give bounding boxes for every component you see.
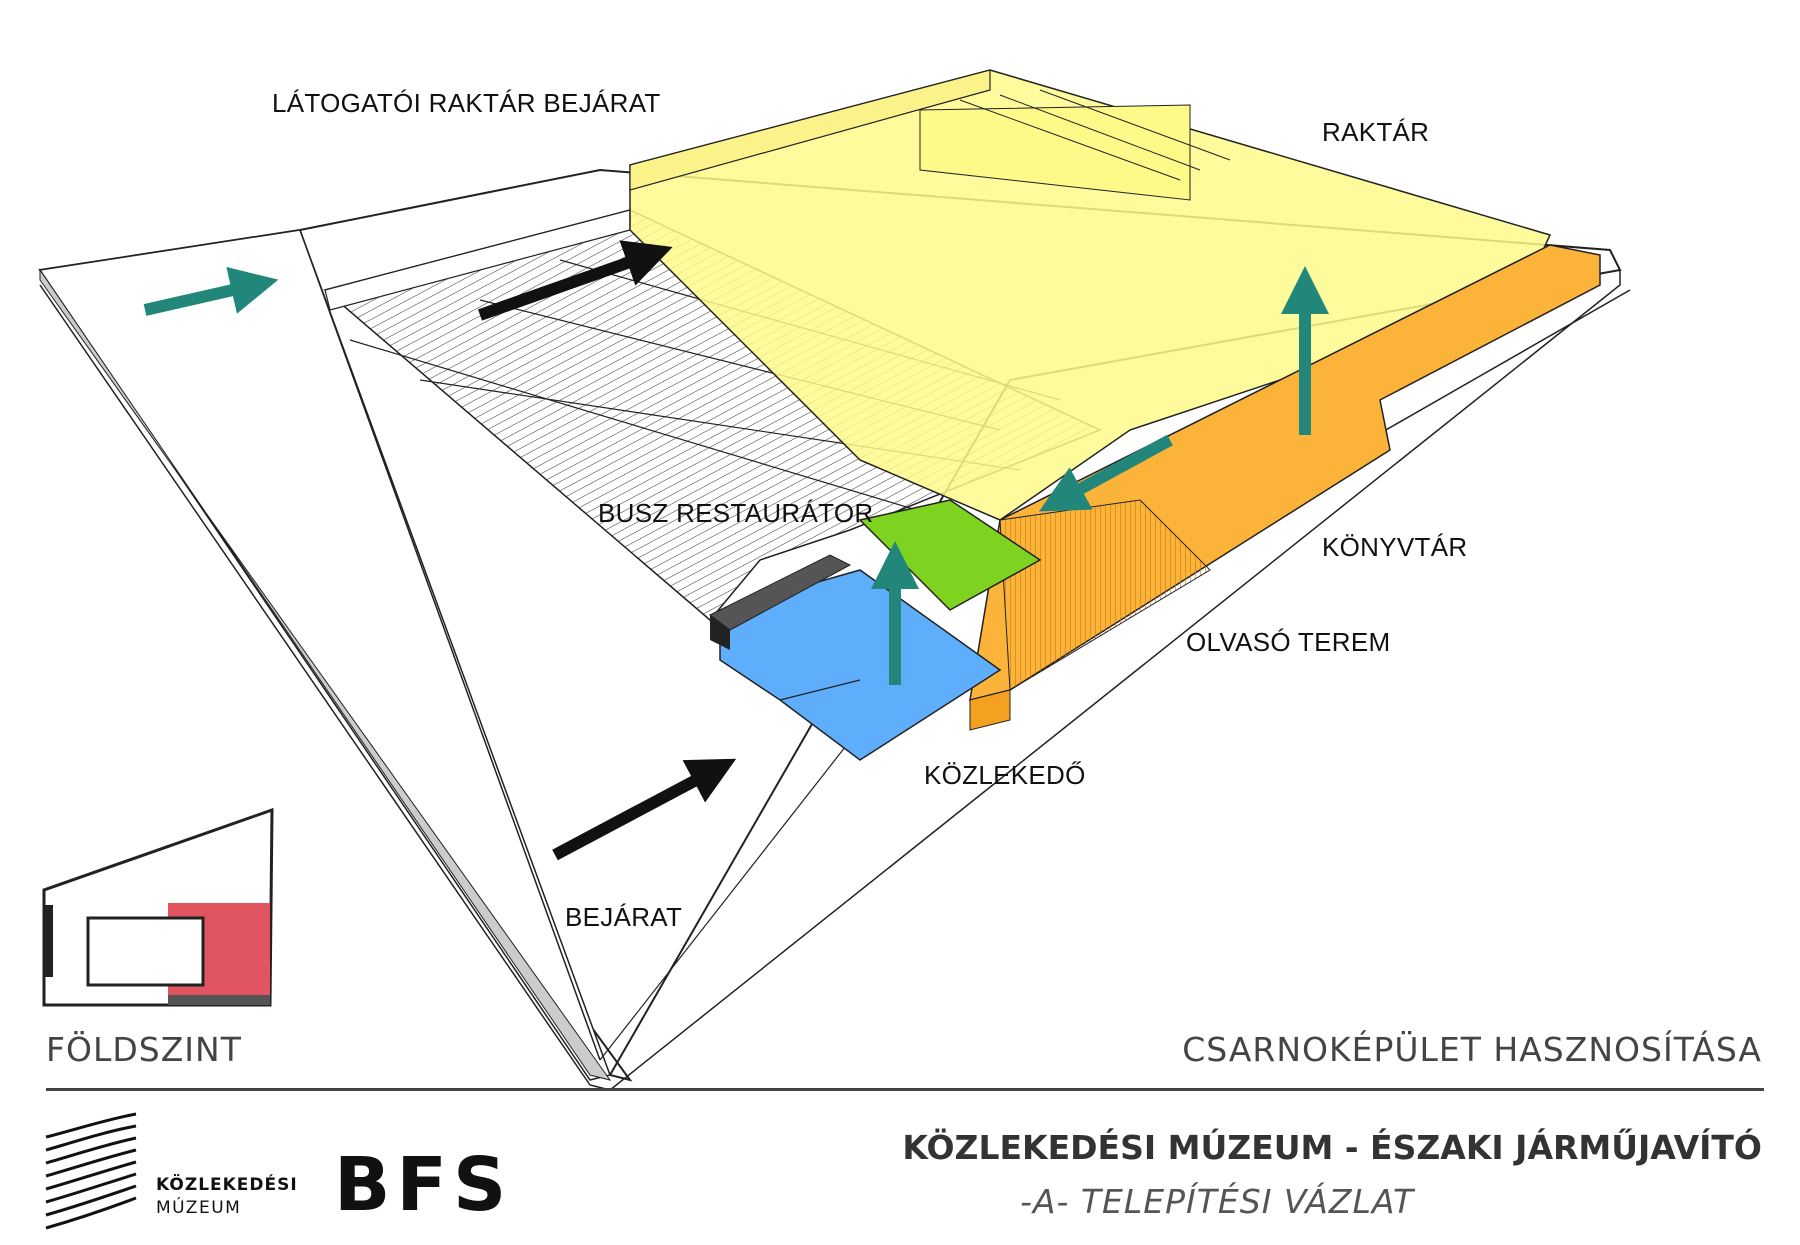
project-subtitle: -A- TELEPÍTÉSI VÁZLAT — [1020, 1182, 1415, 1221]
teal-arrow-top-left — [143, 266, 279, 316]
label-bus-restorer: BUSZ RESTAURÁTOR — [598, 498, 874, 528]
flow-arrows — [143, 240, 1329, 861]
usage-title: CSARNOKÉPÜLET HASZNOSÍTÁSA — [1182, 1030, 1762, 1069]
label-entrance: BEJÁRAT — [565, 902, 683, 932]
level-label: FÖLDSZINT — [46, 1030, 242, 1069]
library-block — [969, 244, 1601, 731]
storage-block — [629, 69, 1552, 521]
label-storage: RAKTÁR — [1322, 117, 1430, 147]
wave-lines-logo — [45, 1112, 137, 1230]
label-reading-room: OLVASÓ TEREM — [1186, 627, 1391, 657]
black-arrow-entrance — [552, 758, 737, 861]
black-arrow-top — [478, 240, 673, 321]
lobby-block — [858, 499, 1042, 611]
bfs-logo: BFS — [334, 1142, 513, 1228]
dark-block — [709, 554, 852, 650]
teal-arrow-diagonal — [1038, 434, 1173, 512]
project-title: KÖZLEKEDÉSI MÚZEUM - ÉSZAKI JÁRMŰJAVÍTÓ — [902, 1128, 1762, 1167]
footer-divider — [46, 1088, 1764, 1091]
museum-name-line1: KÖZLEKEDÉSI — [156, 1175, 298, 1195]
entry-block — [719, 569, 1002, 761]
label-visitor-entrance: LÁTOGATÓI RAKTÁR BEJÁRAT — [272, 88, 661, 118]
site-key-plan-icon — [42, 807, 274, 1007]
museum-name-line2: MÚZEUM — [156, 1198, 242, 1218]
label-circulation: KÖZLEKEDŐ — [924, 760, 1086, 790]
label-library: KÖNYVTÁR — [1322, 532, 1468, 562]
